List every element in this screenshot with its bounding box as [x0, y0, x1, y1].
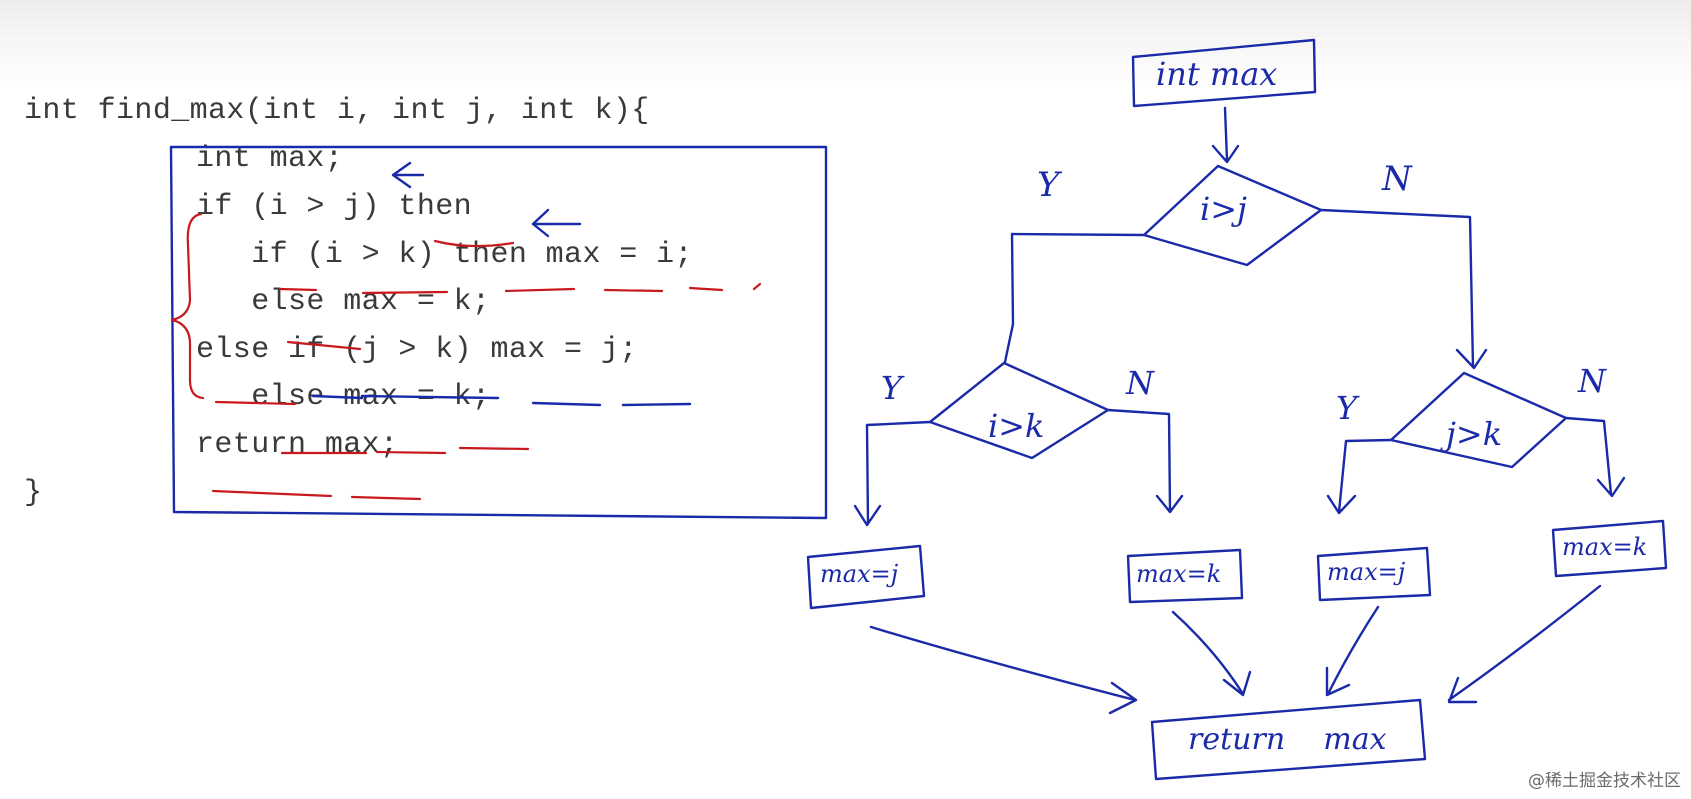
result-box-2	[1126, 548, 1244, 604]
code-line-5: else if (j > k) max = j;	[196, 333, 638, 367]
result-box-3	[1316, 546, 1432, 602]
top-no-label: N	[1382, 159, 1412, 199]
pointer-arrow-2	[531, 208, 582, 238]
result-box-3-label: max=j	[1327, 558, 1406, 586]
code-highlight-box	[169, 145, 828, 520]
end-box-label: return max	[1188, 722, 1387, 757]
left-no-label: N	[1126, 364, 1154, 402]
end-box	[1150, 698, 1427, 781]
result-box-2-label: max=k	[1136, 560, 1222, 588]
decision-left-label: i>k	[988, 407, 1045, 445]
right-no-label: N	[1578, 362, 1606, 400]
code-line-2: if (i > j) then	[196, 190, 473, 224]
result-box-4	[1551, 519, 1668, 578]
pointer-arrow-1	[391, 161, 425, 189]
top-yes-label: Y	[1037, 165, 1060, 205]
decision-right-label: j>k	[1446, 415, 1503, 453]
code-line-7: return max;	[196, 428, 399, 462]
watermark: @稀土掘金技术社区	[1528, 771, 1681, 791]
right-yes-label: Y	[1336, 389, 1358, 427]
code-signature: int find_max(int i, int j, int k){	[24, 94, 650, 128]
code-line-3: if (i > k) then max = i;	[196, 238, 693, 272]
red-brace	[170, 212, 205, 400]
result-box-1	[806, 544, 926, 610]
left-yes-label: Y	[881, 369, 903, 407]
decision-top-label: i>j	[1200, 190, 1247, 228]
result-box-4-label: max=k	[1562, 533, 1648, 561]
result-box-1-label: max=j	[820, 560, 899, 588]
start-box	[1131, 38, 1317, 108]
code-closing-brace: }	[24, 476, 43, 510]
start-box-label: int max	[1156, 55, 1278, 93]
